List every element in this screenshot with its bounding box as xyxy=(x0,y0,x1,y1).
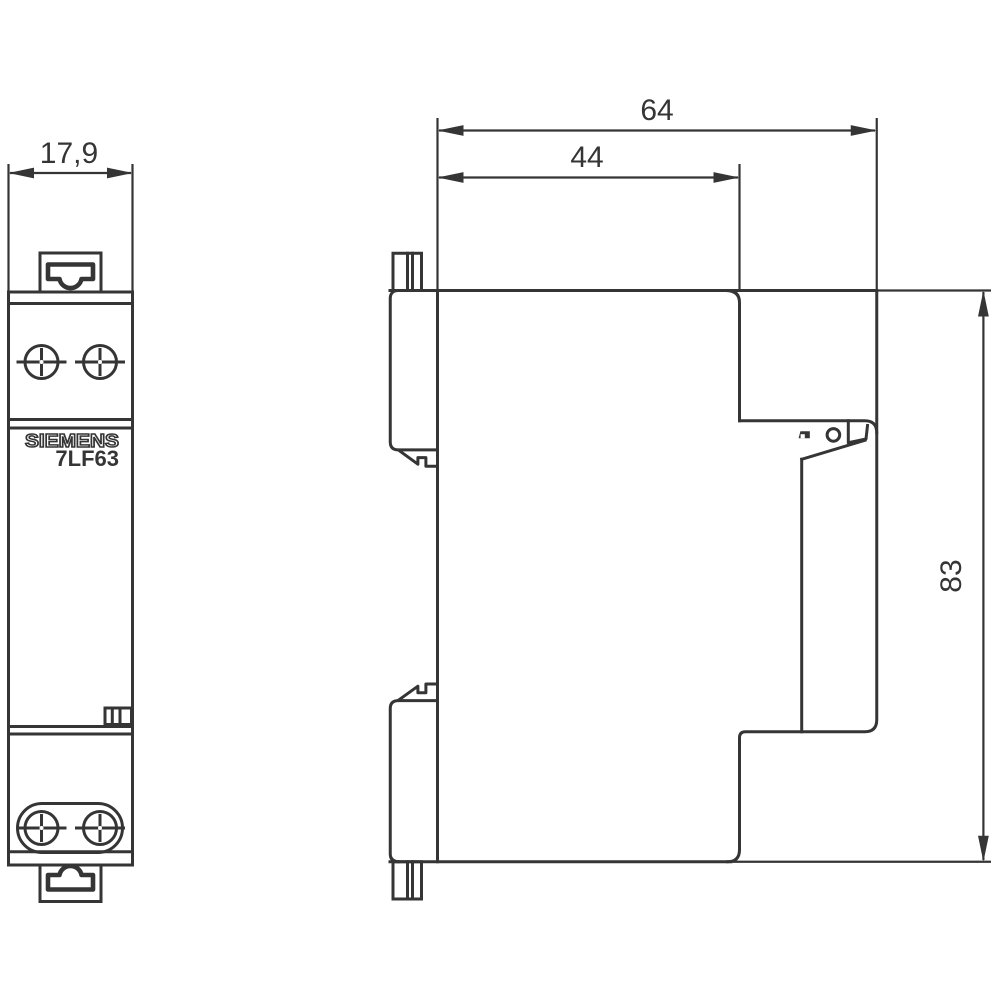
top-rail-tab xyxy=(38,251,103,294)
screw-icon xyxy=(16,810,67,846)
dimension-label-width: 17,9 xyxy=(40,137,98,170)
product-label: SIEMENS 7LF63 xyxy=(24,430,119,471)
dimension-front-width: 17,9 xyxy=(7,137,134,292)
upper-din-clip-hook xyxy=(396,448,439,468)
upper-housing-outline xyxy=(388,288,439,452)
upper-rail-housing xyxy=(388,288,439,468)
arrowhead-right-icon xyxy=(850,125,877,136)
dimension-label-rail-depth: 44 xyxy=(570,141,603,174)
screw-icon xyxy=(75,810,125,846)
arrowhead-right-icon xyxy=(713,172,740,183)
dimension-height: 83 xyxy=(731,289,991,863)
tab-slot-icon xyxy=(45,262,96,291)
dimension-rail-depth: 44 xyxy=(437,141,741,289)
brand-logo-text: SIEMENS xyxy=(25,431,119,451)
screw-center-dot xyxy=(98,826,102,830)
sloped-panel-edge xyxy=(799,438,867,462)
front-section-divider xyxy=(725,288,741,423)
mini-terminal-outline xyxy=(103,706,133,726)
tab-slot-icon xyxy=(45,863,96,892)
dimension-label-total-depth: 64 xyxy=(640,94,673,127)
body-right-step-profile xyxy=(725,289,879,864)
screw-icon xyxy=(16,344,67,380)
side-body xyxy=(388,288,879,864)
arrowhead-down-icon xyxy=(978,835,989,862)
lower-terminal-screws xyxy=(16,802,125,854)
top-rail-tab-side xyxy=(391,251,423,292)
side-view: 64 44 83 xyxy=(388,94,991,901)
arrowhead-left-icon xyxy=(8,167,34,179)
dimension-total-depth: 64 xyxy=(436,94,878,290)
dimension-label-height: 83 xyxy=(935,559,968,592)
bottom-rail-tab xyxy=(38,863,103,903)
mini-terminal-block xyxy=(103,706,133,726)
cover-latch xyxy=(846,419,870,445)
screw-center-dot xyxy=(39,360,44,364)
arrowhead-up-icon xyxy=(978,290,989,317)
indicator-notch xyxy=(800,434,805,439)
bottom-rail-tab-side xyxy=(391,860,423,901)
lower-housing-outline xyxy=(388,699,439,864)
arrowhead-left-icon xyxy=(437,172,464,183)
upper-terminal-screws xyxy=(16,344,125,380)
front-view: 17,9 xyxy=(7,137,134,903)
lower-rail-housing xyxy=(388,682,439,864)
arrowhead-right-icon xyxy=(107,167,133,179)
top-ledge-edge xyxy=(738,419,879,435)
arrowhead-left-icon xyxy=(437,125,464,136)
front-body xyxy=(7,290,134,867)
screw-icon xyxy=(75,344,125,380)
button-circle-icon xyxy=(825,427,842,443)
lower-din-clip-hook xyxy=(396,682,439,702)
model-number-text: 7LF63 xyxy=(55,446,119,471)
screw-center-dot xyxy=(39,826,44,830)
screw-center-dot xyxy=(98,360,102,364)
